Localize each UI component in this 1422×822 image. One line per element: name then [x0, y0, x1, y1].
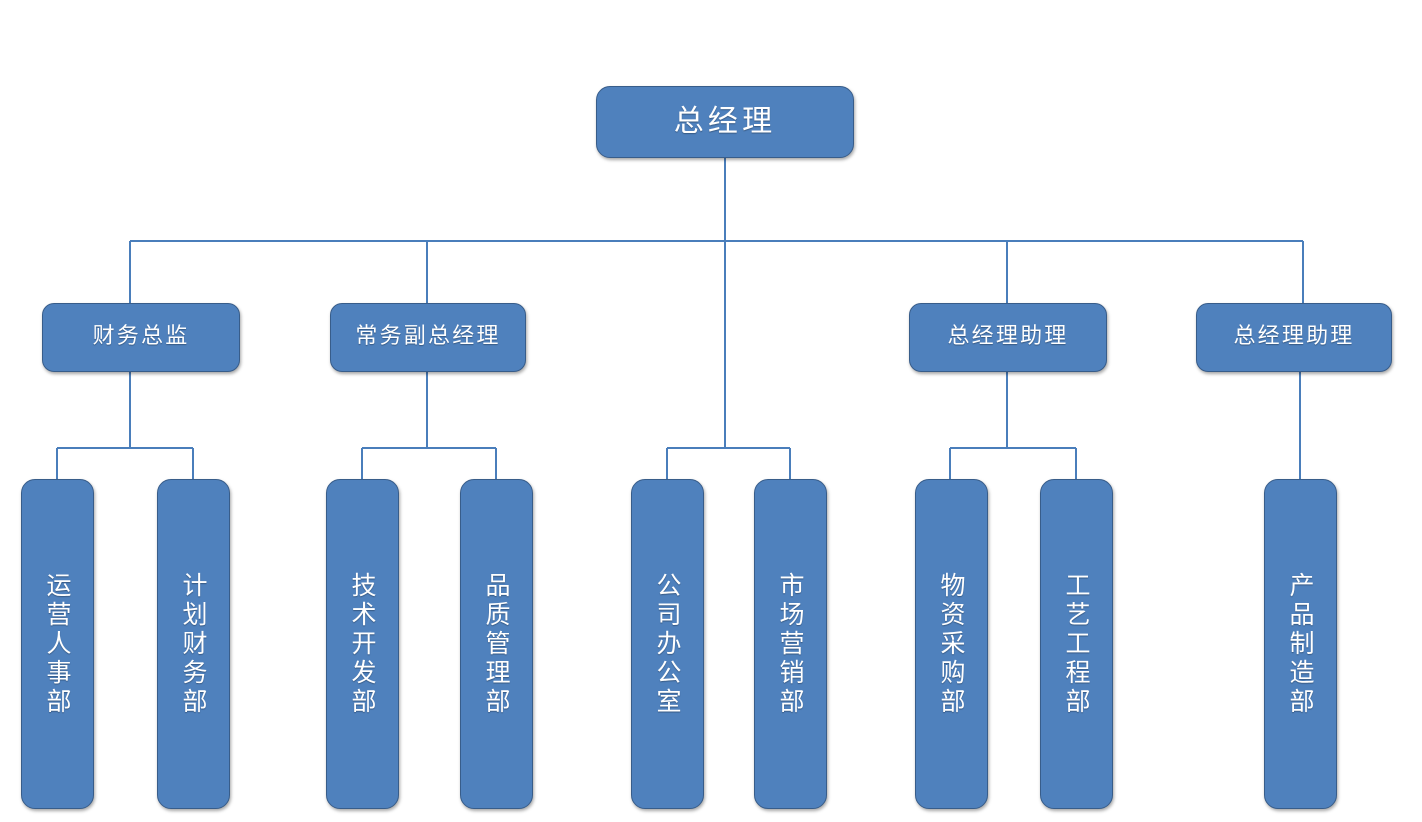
node-technology-development-dept[interactable]: 技术开发部 — [326, 479, 399, 809]
node-gm-assistant-1[interactable]: 总经理助理 — [909, 303, 1107, 372]
node-label: 产品制造部 — [1286, 571, 1315, 717]
node-label: 运营人事部 — [43, 571, 72, 717]
node-materials-procurement-dept[interactable]: 物资采购部 — [915, 479, 988, 809]
node-quality-management-dept[interactable]: 品质管理部 — [460, 479, 533, 809]
node-planning-finance-dept[interactable]: 计划财务部 — [157, 479, 230, 809]
node-gm-assistant-2[interactable]: 总经理助理 — [1196, 303, 1392, 372]
node-company-office[interactable]: 公司办公室 — [631, 479, 704, 809]
node-label: 总经理 — [673, 103, 777, 139]
node-label: 财务总监 — [92, 324, 190, 350]
node-label: 总经理助理 — [1233, 324, 1355, 350]
node-label: 总经理助理 — [947, 324, 1069, 350]
node-label: 工艺工程部 — [1062, 571, 1091, 717]
node-label: 物资采购部 — [937, 571, 966, 717]
node-marketing-dept[interactable]: 市场营销部 — [754, 479, 827, 809]
node-label: 品质管理部 — [482, 571, 511, 717]
node-label: 常务副总经理 — [355, 324, 501, 350]
node-operations-hr-dept[interactable]: 运营人事部 — [21, 479, 94, 809]
node-process-engineering-dept[interactable]: 工艺工程部 — [1040, 479, 1113, 809]
node-label: 计划财务部 — [179, 571, 208, 717]
node-cfo[interactable]: 财务总监 — [42, 303, 240, 372]
node-product-manufacturing-dept[interactable]: 产品制造部 — [1264, 479, 1337, 809]
node-general-manager[interactable]: 总经理 — [596, 86, 854, 158]
node-label: 公司办公室 — [653, 571, 682, 717]
node-executive-deputy-gm[interactable]: 常务副总经理 — [330, 303, 526, 372]
node-label: 市场营销部 — [776, 571, 805, 717]
node-label: 技术开发部 — [348, 571, 377, 717]
